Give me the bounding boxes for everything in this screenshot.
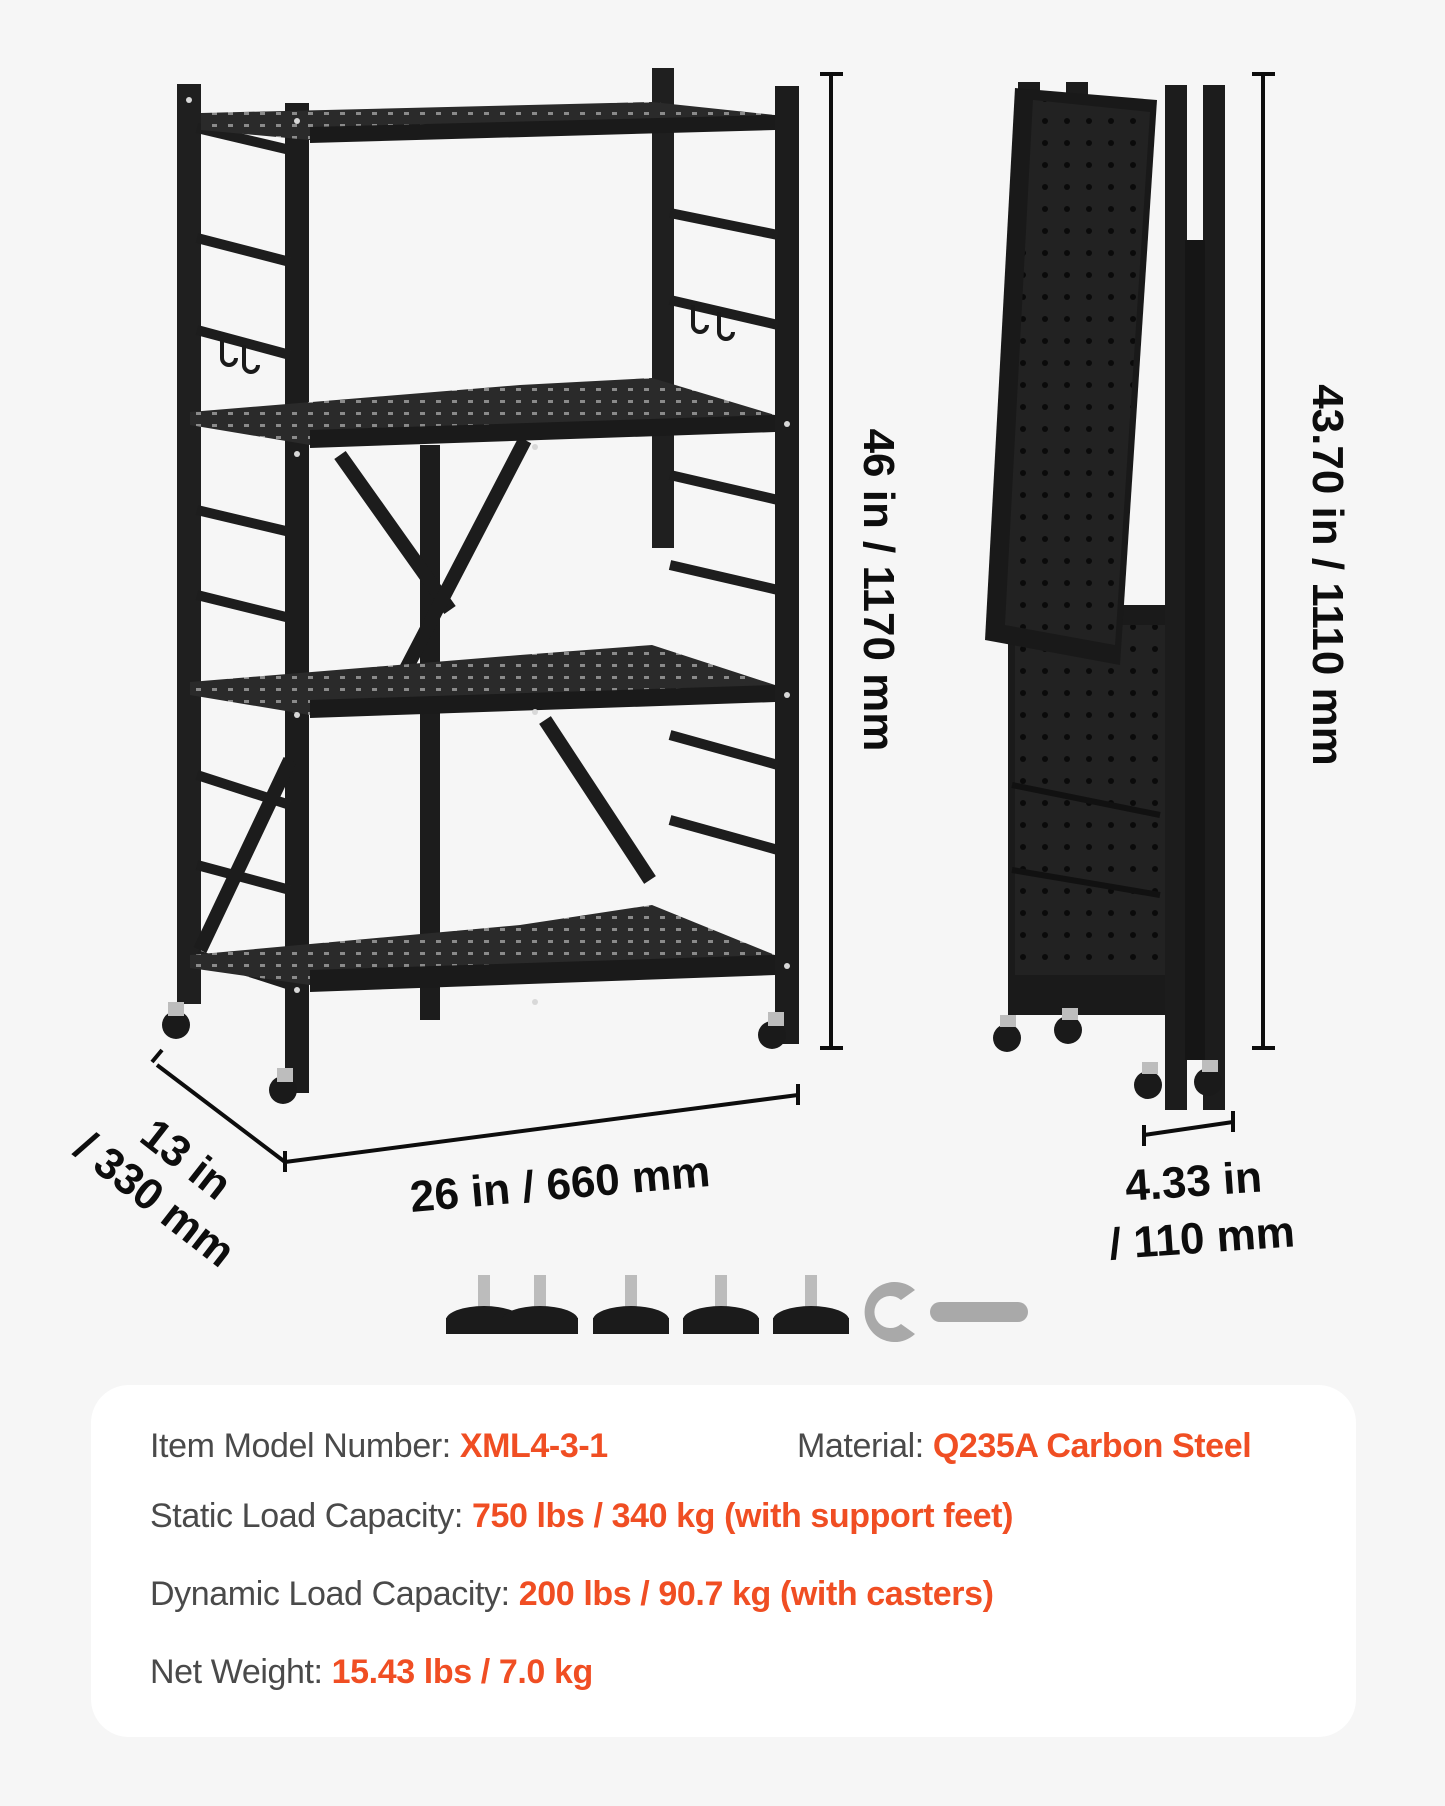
support-foot-icon	[502, 1275, 578, 1334]
dimension-lines	[150, 72, 1275, 1172]
specifications-card: Item Model Number: XML4-3-1 Material: Q2…	[91, 1385, 1356, 1737]
spec-label: Net Weight:	[150, 1653, 332, 1691]
spec-label: Static Load Capacity:	[150, 1497, 472, 1535]
spec-value: 15.43 lbs / 7.0 kg	[331, 1653, 594, 1691]
support-foot-icon	[773, 1275, 849, 1334]
spec-value: 200 lbs / 90.7 kg (with casters)	[518, 1575, 994, 1613]
wrench-icon	[864, 1282, 1028, 1342]
support-foot-icon	[593, 1275, 669, 1334]
spec-label: Item Model Number:	[150, 1427, 460, 1465]
spec-net-weight: Net Weight: 15.43 lbs / 7.0 kg	[150, 1655, 593, 1689]
shelf-illustration	[150, 68, 1275, 1342]
spec-label: Dynamic Load Capacity:	[150, 1575, 519, 1613]
spec-value: 750 lbs / 340 kg (with support feet)	[471, 1497, 1013, 1535]
spec-material: Material: Q235A Carbon Steel	[797, 1427, 1252, 1465]
hook-icon	[220, 305, 735, 374]
spec-label: Material:	[797, 1427, 933, 1465]
product-dimension-diagram: 46 in / 1170 mm 43.70 in / 1110 mm 26 in…	[66, 68, 1352, 1342]
spec-value: Q235A Carbon Steel	[932, 1427, 1252, 1465]
assembled-shelf	[162, 68, 799, 1104]
caster-icon	[162, 1002, 786, 1104]
spec-value: XML4-3-1	[459, 1427, 608, 1465]
spec-model-number: Item Model Number: XML4-3-1	[150, 1429, 608, 1463]
assembled-height-label: 46 in / 1170 mm	[854, 428, 903, 752]
folded-shelf	[985, 82, 1225, 1110]
folded-height-label: 43.70 in / 1110 mm	[1303, 384, 1352, 766]
spec-static-load: Static Load Capacity: 750 lbs / 340 kg (…	[150, 1499, 1013, 1533]
support-foot-icon	[683, 1275, 759, 1334]
support-feet	[446, 1275, 849, 1334]
folded-width-label: 4.33 in / 110 mm	[1103, 1146, 1297, 1273]
caster-icon	[993, 1008, 1222, 1099]
spec-dynamic-load: Dynamic Load Capacity: 200 lbs / 90.7 kg…	[150, 1577, 994, 1611]
